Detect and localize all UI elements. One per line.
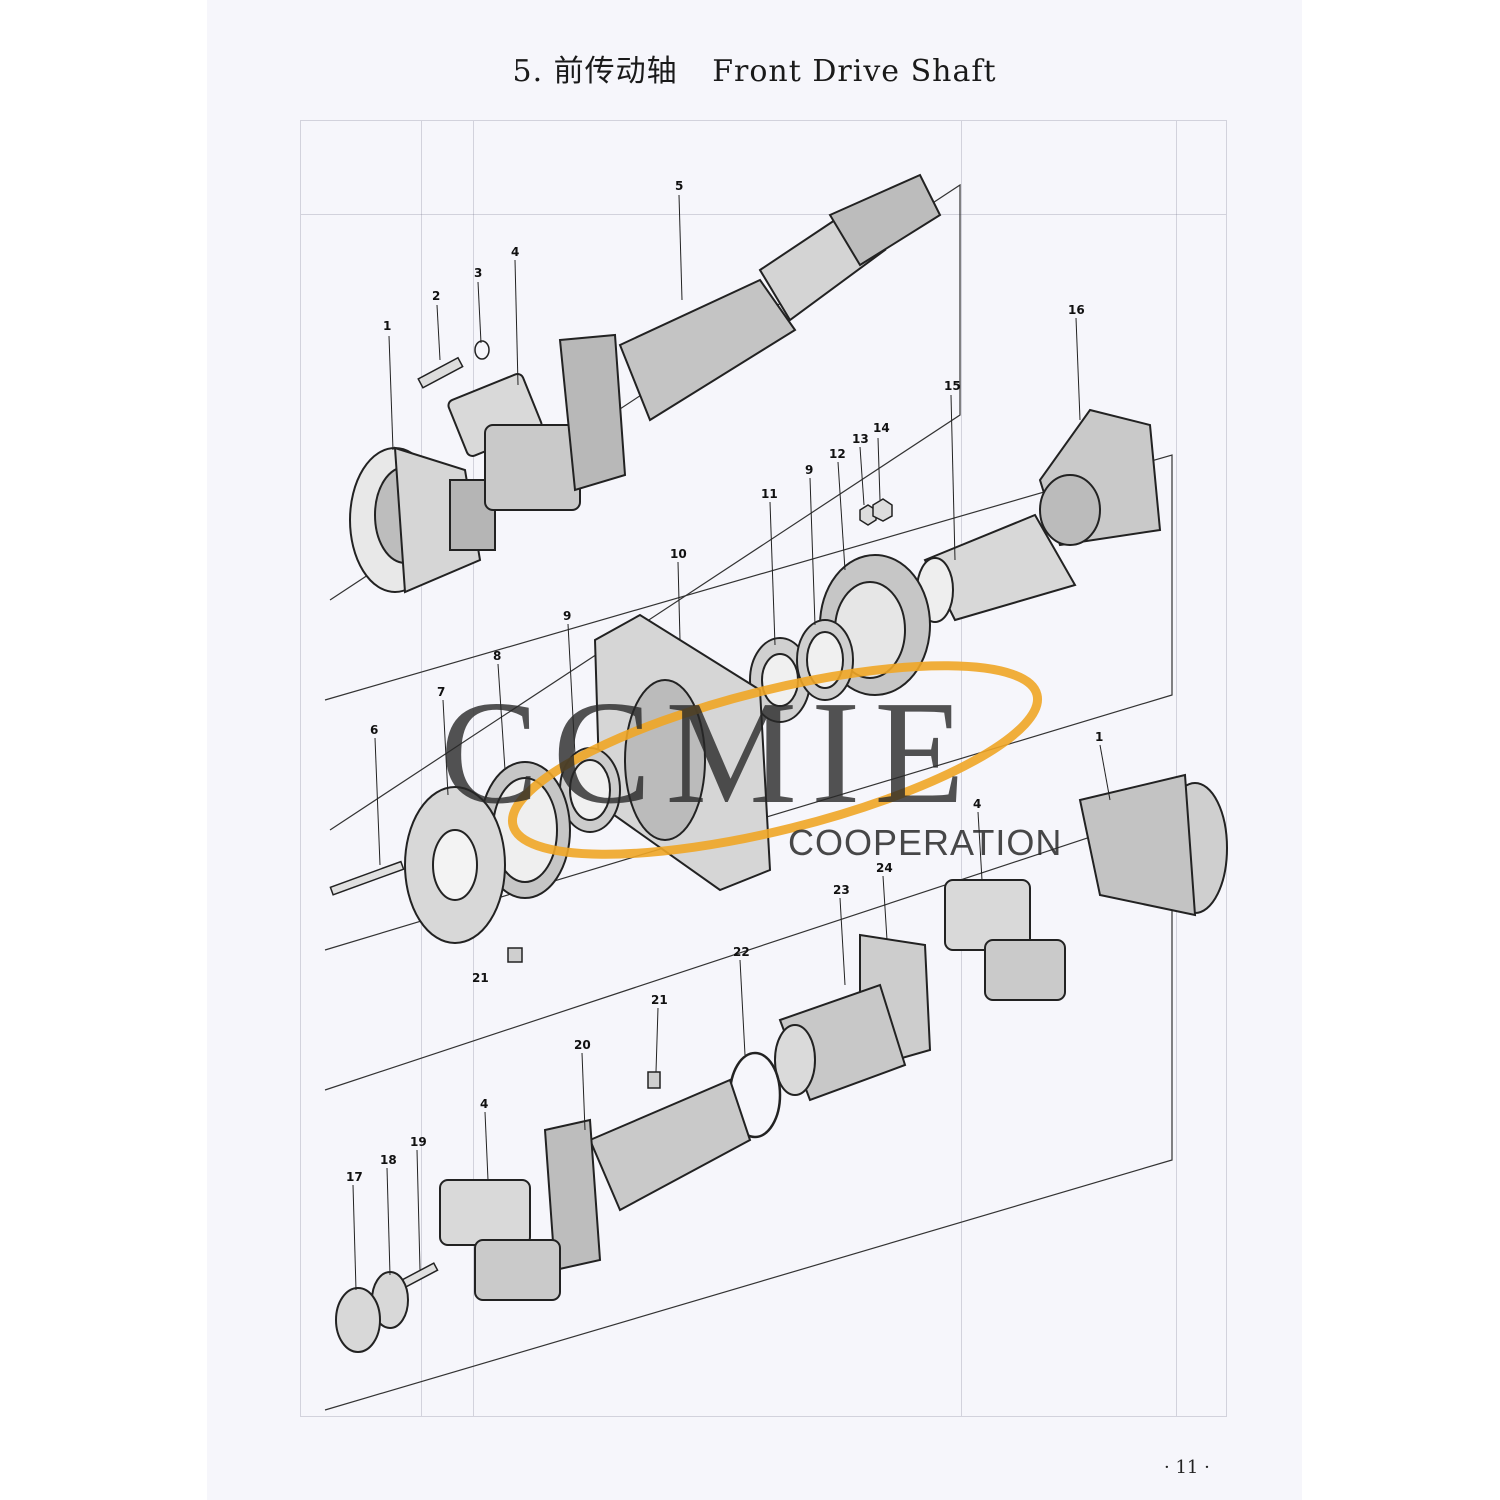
- callout-21b: 21: [651, 993, 668, 1007]
- part-plate-17: [335, 1287, 381, 1353]
- callout-3: 3: [474, 266, 482, 280]
- callout-2: 2: [432, 289, 440, 303]
- part-shaft-20: [543, 1078, 752, 1272]
- title-number: 5.: [512, 54, 544, 89]
- part-shaft-5: [558, 173, 942, 492]
- callout-20: 20: [574, 1038, 591, 1052]
- page-title: 5. 前传动轴 Front Drive Shaft: [207, 46, 1302, 90]
- part-nuts-13-14: [859, 498, 893, 526]
- part-plate-10: [593, 613, 772, 892]
- callout-5: 5: [675, 179, 683, 193]
- callout-1: 1: [383, 319, 391, 333]
- callout-8: 8: [493, 649, 501, 663]
- part-universal-joint-4c: [439, 1179, 561, 1301]
- callout-16: 16: [1068, 303, 1085, 317]
- callout-24: 24: [876, 861, 893, 875]
- part-flange-1b: [1078, 773, 1228, 917]
- part-universal-joint-4b: [944, 879, 1066, 1001]
- part-grease-fitting-21b: [647, 1071, 661, 1089]
- callout-19: 19: [410, 1135, 427, 1149]
- callout-12: 12: [829, 447, 846, 461]
- callout-17: 17: [346, 1170, 363, 1184]
- callout-9b: 9: [563, 609, 571, 623]
- callout-9: 9: [805, 463, 813, 477]
- callout-10: 10: [670, 547, 687, 561]
- callout-7: 7: [437, 685, 445, 699]
- callout-4c: 4: [480, 1097, 488, 1111]
- part-splined-shaft-23: [774, 983, 907, 1102]
- callout-11: 11: [761, 487, 778, 501]
- callout-15: 15: [944, 379, 961, 393]
- callout-18: 18: [380, 1153, 397, 1167]
- part-flange-1: [349, 446, 496, 594]
- title-chinese: 前传动轴: [553, 54, 678, 89]
- part-washer-3: [474, 340, 490, 360]
- callout-14: 14: [873, 421, 890, 435]
- part-fitting-21: [507, 947, 523, 963]
- part-universal-joint-4: [447, 373, 581, 511]
- callout-4b: 4: [973, 797, 981, 811]
- part-bolt-2: [417, 356, 464, 389]
- callout-labels: 1 2 3 4 5 16 15 13 14 12 9 11 10 9 8 7 6…: [346, 179, 1103, 1184]
- callout-13: 13: [852, 432, 869, 446]
- page-number: · 11 ·: [1164, 1457, 1210, 1478]
- callout-4: 4: [511, 245, 519, 259]
- callout-1b: 1: [1095, 730, 1103, 744]
- part-bolt-6: [329, 860, 405, 896]
- callout-23: 23: [833, 883, 850, 897]
- callout-leaders: [352, 194, 1111, 1291]
- part-seal-9: [796, 619, 854, 701]
- part-yoke-16: [1038, 408, 1162, 547]
- callout-22: 22: [733, 945, 750, 959]
- callout-21: 21: [472, 971, 489, 985]
- part-cover-7: [404, 786, 506, 944]
- callout-6: 6: [370, 723, 378, 737]
- title-english: Front Drive Shaft: [712, 54, 997, 89]
